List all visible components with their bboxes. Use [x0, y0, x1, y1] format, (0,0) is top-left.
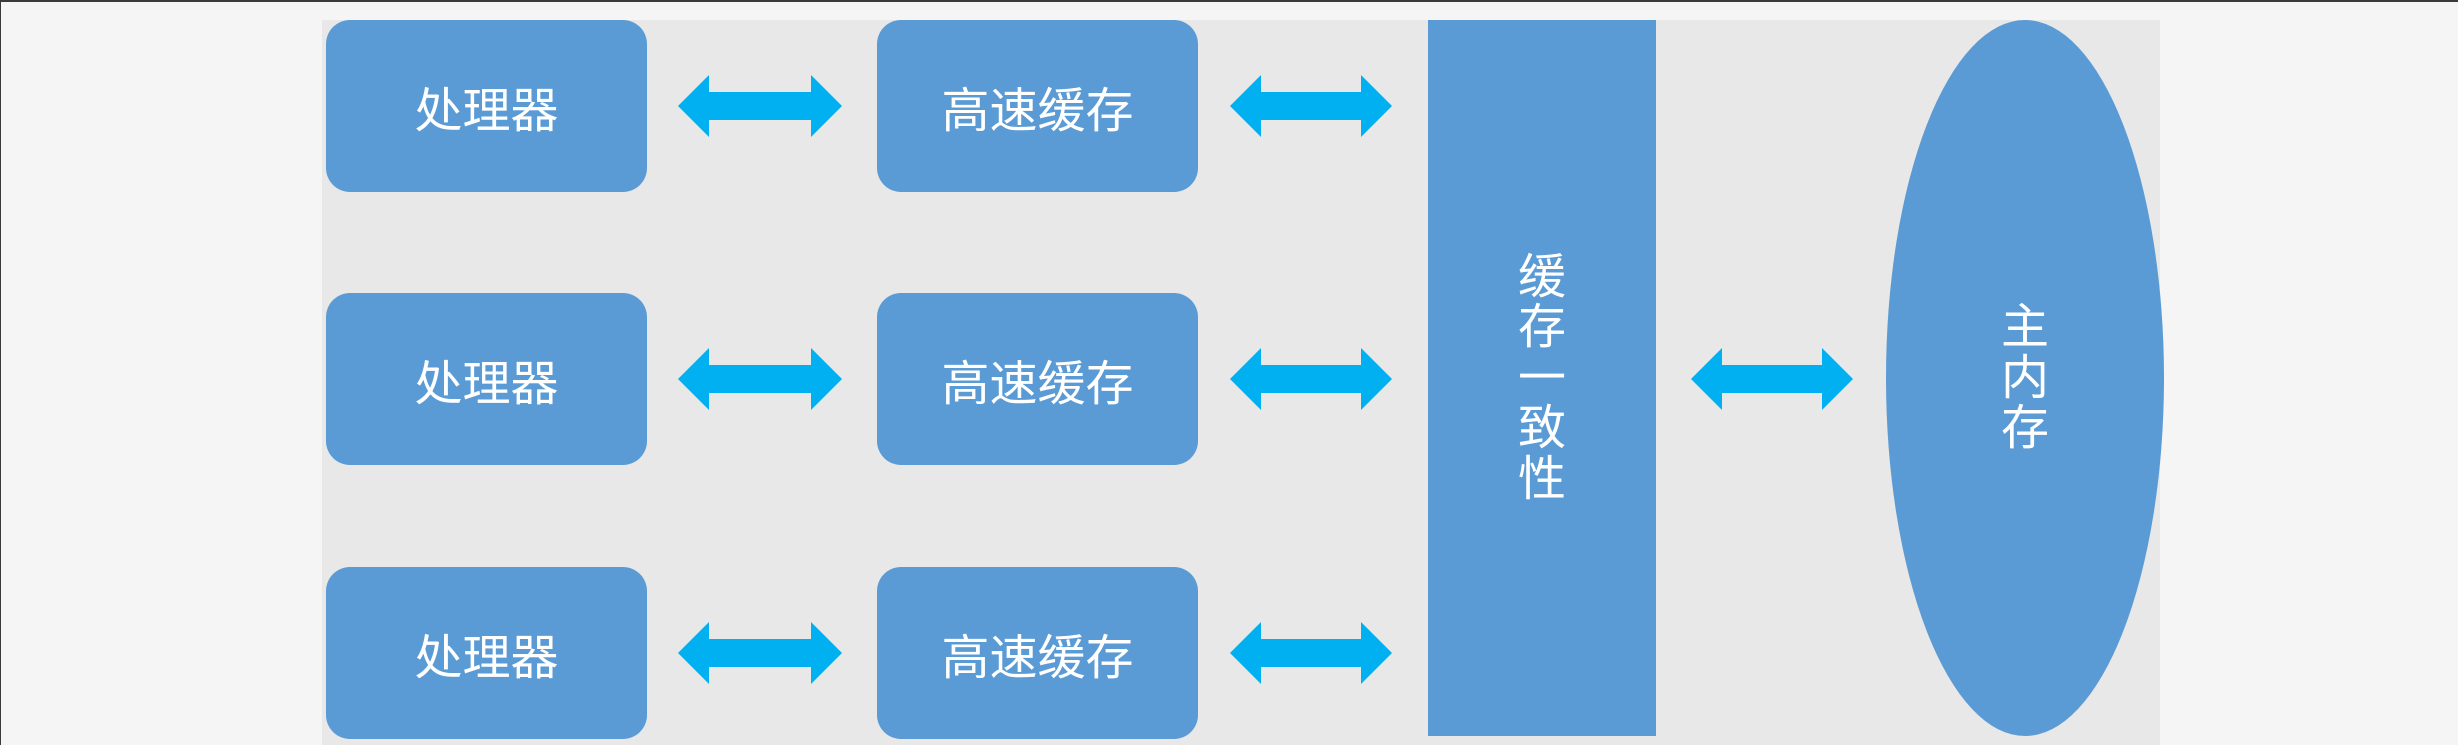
left-border — [0, 0, 1, 745]
main-memory-label: 主内存 — [2000, 299, 2049, 457]
cache-box-2: 高速缓存 — [877, 293, 1198, 465]
vertical-char: 一 — [1517, 349, 1566, 406]
double-arrow-icon-memory — [1691, 348, 1853, 410]
vertical-char: 缓 — [1517, 249, 1566, 306]
cache-coherence-label: 缓存一致性 — [1518, 252, 1566, 504]
top-border — [0, 0, 2458, 2]
vertical-char: 内 — [2000, 349, 2049, 406]
vertical-char: 主 — [2000, 299, 2049, 356]
vertical-char: 性 — [1517, 450, 1566, 507]
vertical-char: 存 — [2000, 400, 2049, 457]
double-arrow-icon-3b — [1230, 622, 1392, 684]
cache-coherence-bar: 缓存一致性 — [1428, 20, 1656, 736]
processor-box-2: 处理器 — [326, 293, 647, 465]
cache-box-3: 高速缓存 — [877, 567, 1198, 739]
vertical-char: 致 — [1517, 400, 1566, 457]
vertical-char: 存 — [1517, 299, 1566, 356]
main-memory-ellipse: 主内存 — [1886, 20, 2164, 736]
double-arrow-icon-3a — [678, 622, 842, 684]
double-arrow-icon-2a — [678, 348, 842, 410]
cache-box-1: 高速缓存 — [877, 20, 1198, 192]
processor-box-1: 处理器 — [326, 20, 647, 192]
double-arrow-icon-1b — [1230, 75, 1392, 137]
double-arrow-icon-1a — [678, 75, 842, 137]
processor-box-3: 处理器 — [326, 567, 647, 739]
double-arrow-icon-2b — [1230, 348, 1392, 410]
